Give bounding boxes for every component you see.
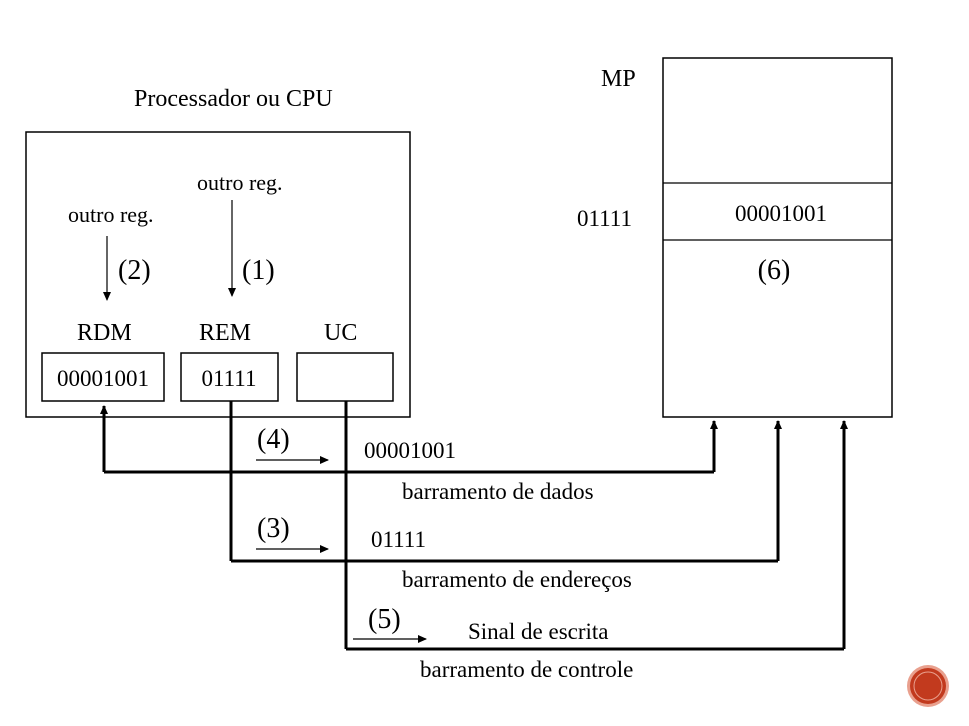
- step-5-label: (5): [368, 604, 401, 635]
- main-memory-block: MP 01111 00001001 (6): [577, 57, 893, 418]
- cpu-title: Processador ou CPU: [134, 86, 333, 112]
- uc-label: UC: [324, 320, 357, 346]
- data-bus: (4) 00001001 barramento de dados: [100, 405, 718, 504]
- step-3-label: (3): [257, 513, 290, 544]
- control-bus-label: barramento de controle: [420, 657, 633, 682]
- rdm-label: RDM: [77, 320, 132, 346]
- data-bus-label: barramento de dados: [402, 479, 594, 504]
- step-1-label: (1): [242, 255, 275, 286]
- control-bus-value: Sinal de escrita: [468, 619, 609, 644]
- mp-title: MP: [601, 66, 636, 92]
- rdm-register: [41, 352, 165, 402]
- control-bus: (5) Sinal de escrita barramento de contr…: [344, 401, 848, 682]
- red-circle-button-icon[interactable]: [907, 665, 949, 707]
- step-2-label: (2): [118, 255, 151, 286]
- address-bus: (3) 01111 barramento de endereços: [229, 401, 782, 592]
- rem-register: [180, 352, 279, 402]
- address-bus-value: 01111: [371, 527, 426, 552]
- other-reg-right-label: outro reg.: [197, 170, 283, 195]
- other-reg-left-label: outro reg.: [68, 202, 154, 227]
- cpu-block: Processador ou CPU outro reg. outro reg.…: [25, 86, 411, 418]
- mp-cell-value: 00001001: [735, 201, 827, 226]
- mp-box: [662, 57, 893, 418]
- address-bus-label: barramento de endereços: [402, 567, 632, 592]
- rem-label: REM: [199, 320, 251, 346]
- mp-cell-address: 01111: [577, 206, 632, 231]
- step-6-label: (6): [758, 255, 791, 286]
- rdm-value: 00001001: [57, 366, 149, 391]
- data-bus-value: 00001001: [364, 438, 456, 463]
- uc-unit: [296, 352, 394, 402]
- rem-value: 01111: [202, 366, 257, 391]
- step-4-label: (4): [257, 424, 290, 455]
